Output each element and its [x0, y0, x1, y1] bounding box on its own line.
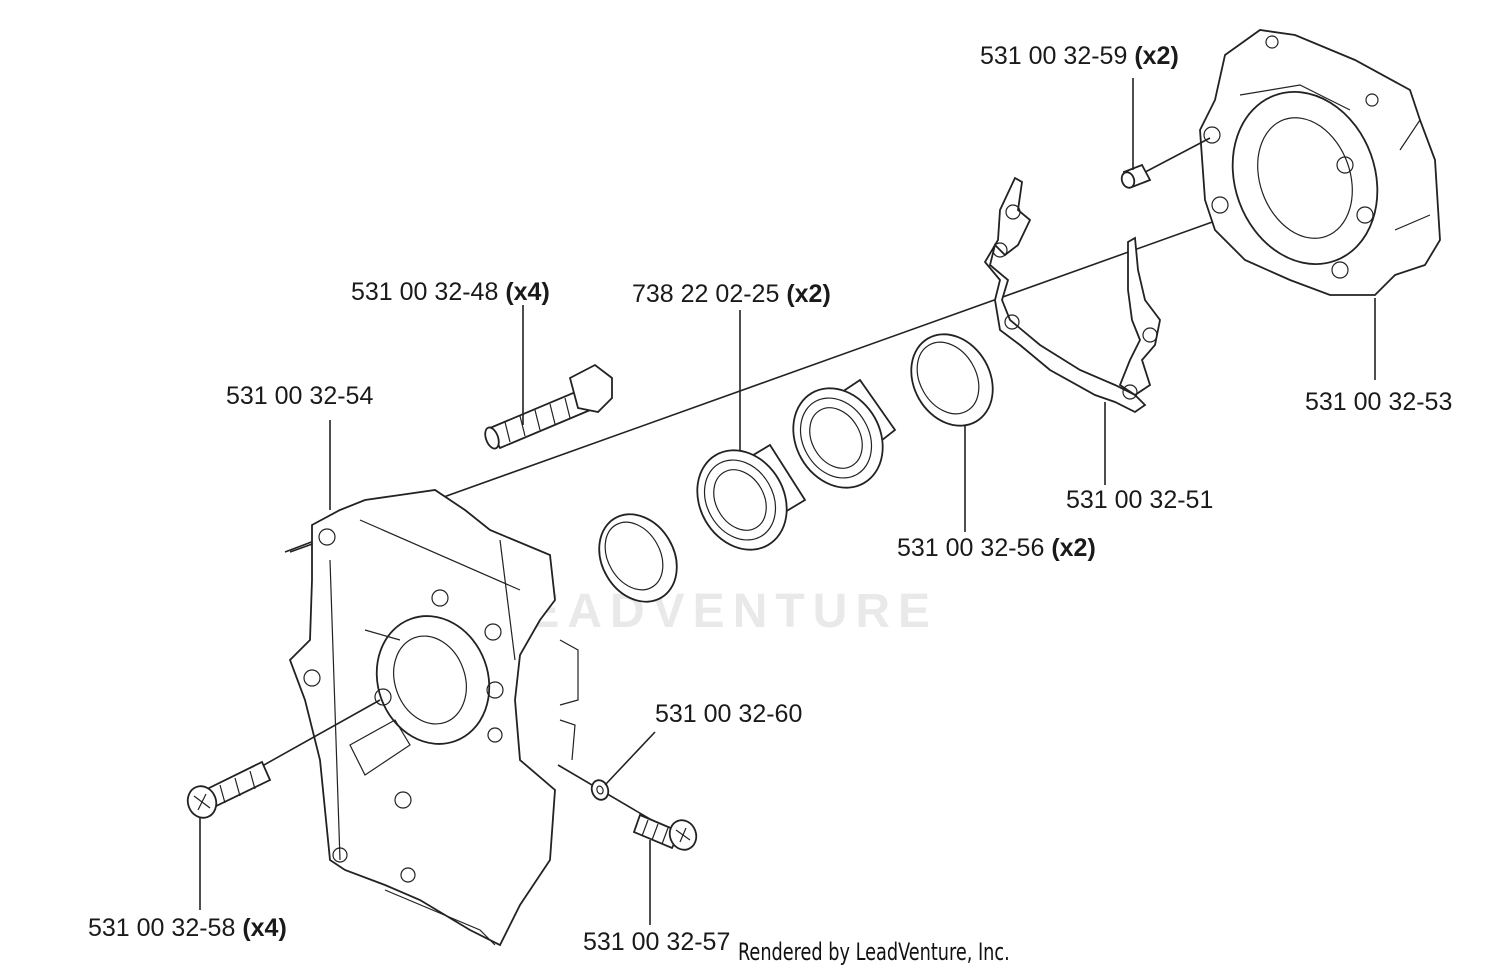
- washer: [557, 764, 656, 823]
- part-label-531-00-32-48: 531 00 32-48 (x4): [351, 278, 550, 306]
- hex-bolt: [484, 363, 613, 450]
- seal-ring-left: [598, 513, 678, 603]
- part-label-531-00-32-54: 531 00 32-54: [226, 382, 374, 410]
- screw-right: [632, 813, 698, 851]
- center-axis-line: [289, 161, 1381, 553]
- footer-credit: Rendered by LeadVenture, Inc.: [738, 938, 1010, 966]
- seal-ring-right: [910, 333, 994, 427]
- gasket: [983, 176, 1161, 414]
- crankcase-left-half: [288, 489, 579, 947]
- leader-lines: [199, 78, 1376, 925]
- part-label-531-00-32-58: 531 00 32-58 (x4): [88, 914, 287, 942]
- part-label-531-00-32-56: 531 00 32-56 (x2): [897, 534, 1096, 562]
- ball-bearing-left: [696, 443, 807, 551]
- part-label-531-00-32-60: 531 00 32-60: [655, 700, 803, 728]
- part-label-531-00-32-57: 531 00 32-57: [583, 928, 731, 956]
- ball-bearing-right: [792, 378, 897, 489]
- screw-left: [186, 699, 381, 819]
- part-label-738-22-02-25: 738 22 02-25 (x2): [632, 280, 831, 308]
- part-label-531-00-32-51: 531 00 32-51: [1066, 486, 1214, 514]
- crankcase-right-half: [1199, 29, 1441, 296]
- part-label-531-00-32-59: 531 00 32-59 (x2): [980, 42, 1179, 70]
- part-label-531-00-32-53: 531 00 32-53: [1305, 388, 1453, 416]
- watermark-text: LEADVENTURE: [490, 585, 939, 638]
- dowel-pin: [1120, 137, 1211, 189]
